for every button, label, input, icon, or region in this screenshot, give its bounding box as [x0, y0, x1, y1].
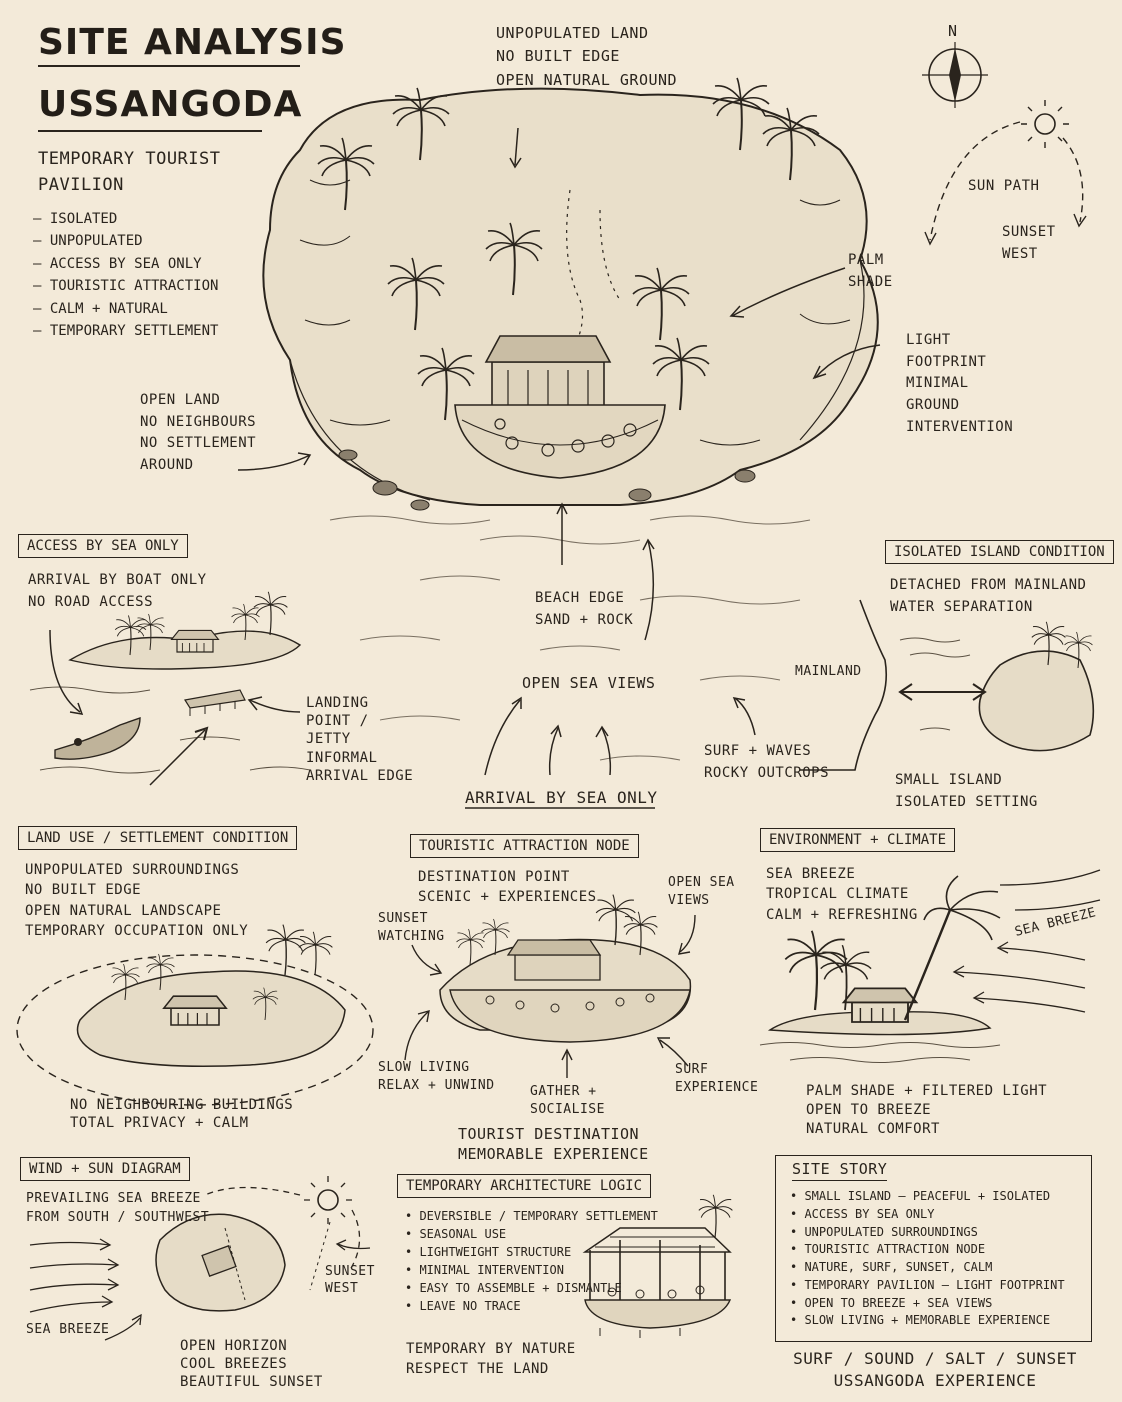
access-heading: ACCESS BY SEA ONLY: [18, 534, 188, 558]
list-item: ACCESS BY SEA ONLY: [790, 1206, 1065, 1224]
site-story-footer: SURF / SOUND / SALT / SUNSET USSANGODA E…: [793, 1349, 1077, 1391]
light-footprint-label: LIGHT FOOTPRINT MINIMAL GROUND INTERVENT…: [906, 332, 1014, 435]
list-item: TEMPORARY SETTLEMENT: [33, 320, 219, 342]
land-use-bottom: NO NEIGHBOURING BUILDINGS TOTAL PRIVACY …: [70, 1097, 294, 1132]
palm-shade-label: PALM SHADE: [848, 252, 893, 290]
tourist-surf: SURF EXPERIENCE: [675, 1062, 759, 1095]
list-item: DEVERSIBLE / TEMPORARY SETTLEMENT: [405, 1207, 657, 1225]
list-item: SMALL ISLAND – PEACEFUL + ISOLATED: [790, 1188, 1065, 1206]
list-item: EASY TO ASSEMBLE + DISMANTLE: [405, 1279, 658, 1297]
tourist-sunset: SUNSET WATCHING: [378, 911, 445, 944]
wind-sun-sketch: [29, 1176, 371, 1341]
main-island-sketch: [262, 77, 879, 511]
isolated-island-sketch: [800, 599, 1095, 771]
subtitle: TEMPORARY TOURIST PAVILION: [38, 149, 221, 196]
list-item: UNPOPULATED: [33, 230, 218, 252]
land-use-text: UNPOPULATED SURROUNDINGS NO BUILT EDGE O…: [25, 862, 249, 939]
list-item: ACCESS BY SEA ONLY: [33, 253, 218, 275]
beach-edge-label: BEACH EDGE SAND + ROCK: [535, 590, 634, 628]
wind-sun-heading: WIND + SUN DIAGRAM: [20, 1157, 190, 1181]
environment-heading: ENVIRONMENT + CLIMATE: [760, 828, 956, 852]
wind-sun-text: PREVAILING SEA BREEZE FROM SOUTH / SOUTH…: [26, 1191, 210, 1225]
page-title-line1: SITE ANALYSIS: [38, 22, 347, 63]
environment-sketch: [759, 869, 1101, 1063]
temp-arch-bottom: TEMPORARY BY NATURE RESPECT THE LAND: [406, 1341, 576, 1377]
sun-path-label: SUN PATH: [968, 178, 1040, 194]
list-item: CALM + NATURAL: [33, 298, 218, 320]
temp-arch-list: DEVERSIBLE / TEMPORARY SETTLEMENT SEASON…: [405, 1207, 658, 1315]
unpopulated-note: UNPOPULATED LAND NO BUILT EDGE OPEN NATU…: [496, 24, 678, 89]
landing-label: LANDING POINT / JETTY INFORMAL ARRIVAL E…: [306, 695, 414, 784]
list-item: LIGHTWEIGHT STRUCTURE: [405, 1243, 658, 1261]
surf-waves-label: SURF + WAVES ROCKY OUTCROPS: [704, 743, 830, 781]
tourist-gather: GATHER + SOCIALISE: [530, 1084, 605, 1117]
wind-sun-bottom: OPEN HORIZON COOL BREEZES BEAUTIFUL SUNS…: [180, 1338, 323, 1391]
land-use-heading: LAND USE / SETTLEMENT CONDITION: [18, 826, 298, 850]
sun-path-icon: [924, 100, 1087, 246]
wind-sun-sunset: SUNSET WEST: [325, 1264, 375, 1296]
list-item: MINIMAL INTERVENTION: [405, 1261, 658, 1279]
access-by-sea-sketch: [29, 591, 311, 786]
list-item: NATURE, SURF, SUNSET, CALM: [790, 1259, 1065, 1277]
temp-arch-heading: TEMPORARY ARCHITECTURE LOGIC: [397, 1174, 652, 1198]
site-story-box: [775, 1155, 1092, 1342]
list-item: TEMPORARY PAVILION – LIGHT FOOTPRINT: [790, 1277, 1064, 1295]
tourist-node-sketch: [404, 893, 696, 1078]
list-item: UNPOPULATED SURROUNDINGS: [790, 1224, 1065, 1242]
tourist-slow-living: SLOW LIVING RELAX + UNWIND: [378, 1060, 495, 1093]
tourist-text: DESTINATION POINT SCENIC + EXPERIENCES: [418, 869, 597, 906]
open-sea-views-label: OPEN SEA VIEWS: [522, 674, 656, 692]
compass-icon: [922, 42, 988, 108]
list-item: SLOW LIVING + MEMORABLE EXPERIENCE: [790, 1312, 1065, 1330]
wind-sun-sea-breeze: SEA BREEZE: [26, 1322, 110, 1337]
site-story-list: SMALL ISLAND – PEACEFUL + ISOLATED ACCES…: [790, 1188, 1065, 1330]
environment-bottom: PALM SHADE + FILTERED LIGHT OPEN TO BREE…: [806, 1083, 1048, 1137]
small-island-label: SMALL ISLAND ISOLATED SETTING: [895, 772, 1038, 810]
compass-north-label: N: [948, 22, 958, 40]
intro-list: ISOLATED UNPOPULATED ACCESS BY SEA ONLY …: [33, 208, 219, 342]
list-item: OPEN TO BREEZE + SEA VIEWS: [790, 1295, 1065, 1313]
page-title-line2: USSANGODA: [38, 84, 303, 125]
land-use-sketch: [16, 923, 374, 1106]
list-item: TOURISTIC ATTRACTION NODE: [790, 1241, 1065, 1259]
sunset-label: SUNSET WEST: [1002, 224, 1056, 262]
environment-text: SEA BREEZE TROPICAL CLIMATE CALM + REFRE…: [766, 866, 918, 923]
site-story-heading: SITE STORY: [792, 1160, 888, 1181]
tourist-heading: TOURISTIC ATTRACTION NODE: [410, 834, 639, 858]
open-land-label: OPEN LAND NO NEIGHBOURS NO SETTLEMENT AR…: [140, 392, 257, 474]
list-item: SEASONAL USE: [405, 1225, 658, 1243]
list-item: LEAVE NO TRACE: [405, 1297, 658, 1315]
list-item: ISOLATED: [33, 208, 218, 230]
access-text: ARRIVAL BY BOAT ONLY NO ROAD ACCESS: [28, 572, 207, 610]
isolated-heading: ISOLATED ISLAND CONDITION: [885, 540, 1114, 564]
list-item: TOURISTIC ATTRACTION: [33, 275, 219, 297]
mainland-label: MAINLAND: [795, 664, 862, 679]
tourist-bottom: TOURIST DESTINATION MEMORABLE EXPERIENCE: [458, 1125, 649, 1163]
tourist-open-sea: OPEN SEA VIEWS: [668, 875, 735, 908]
arrival-label: ARRIVAL BY SEA ONLY: [465, 788, 658, 807]
isolated-text: DETACHED FROM MAINLAND WATER SEPARATION: [890, 577, 1087, 615]
